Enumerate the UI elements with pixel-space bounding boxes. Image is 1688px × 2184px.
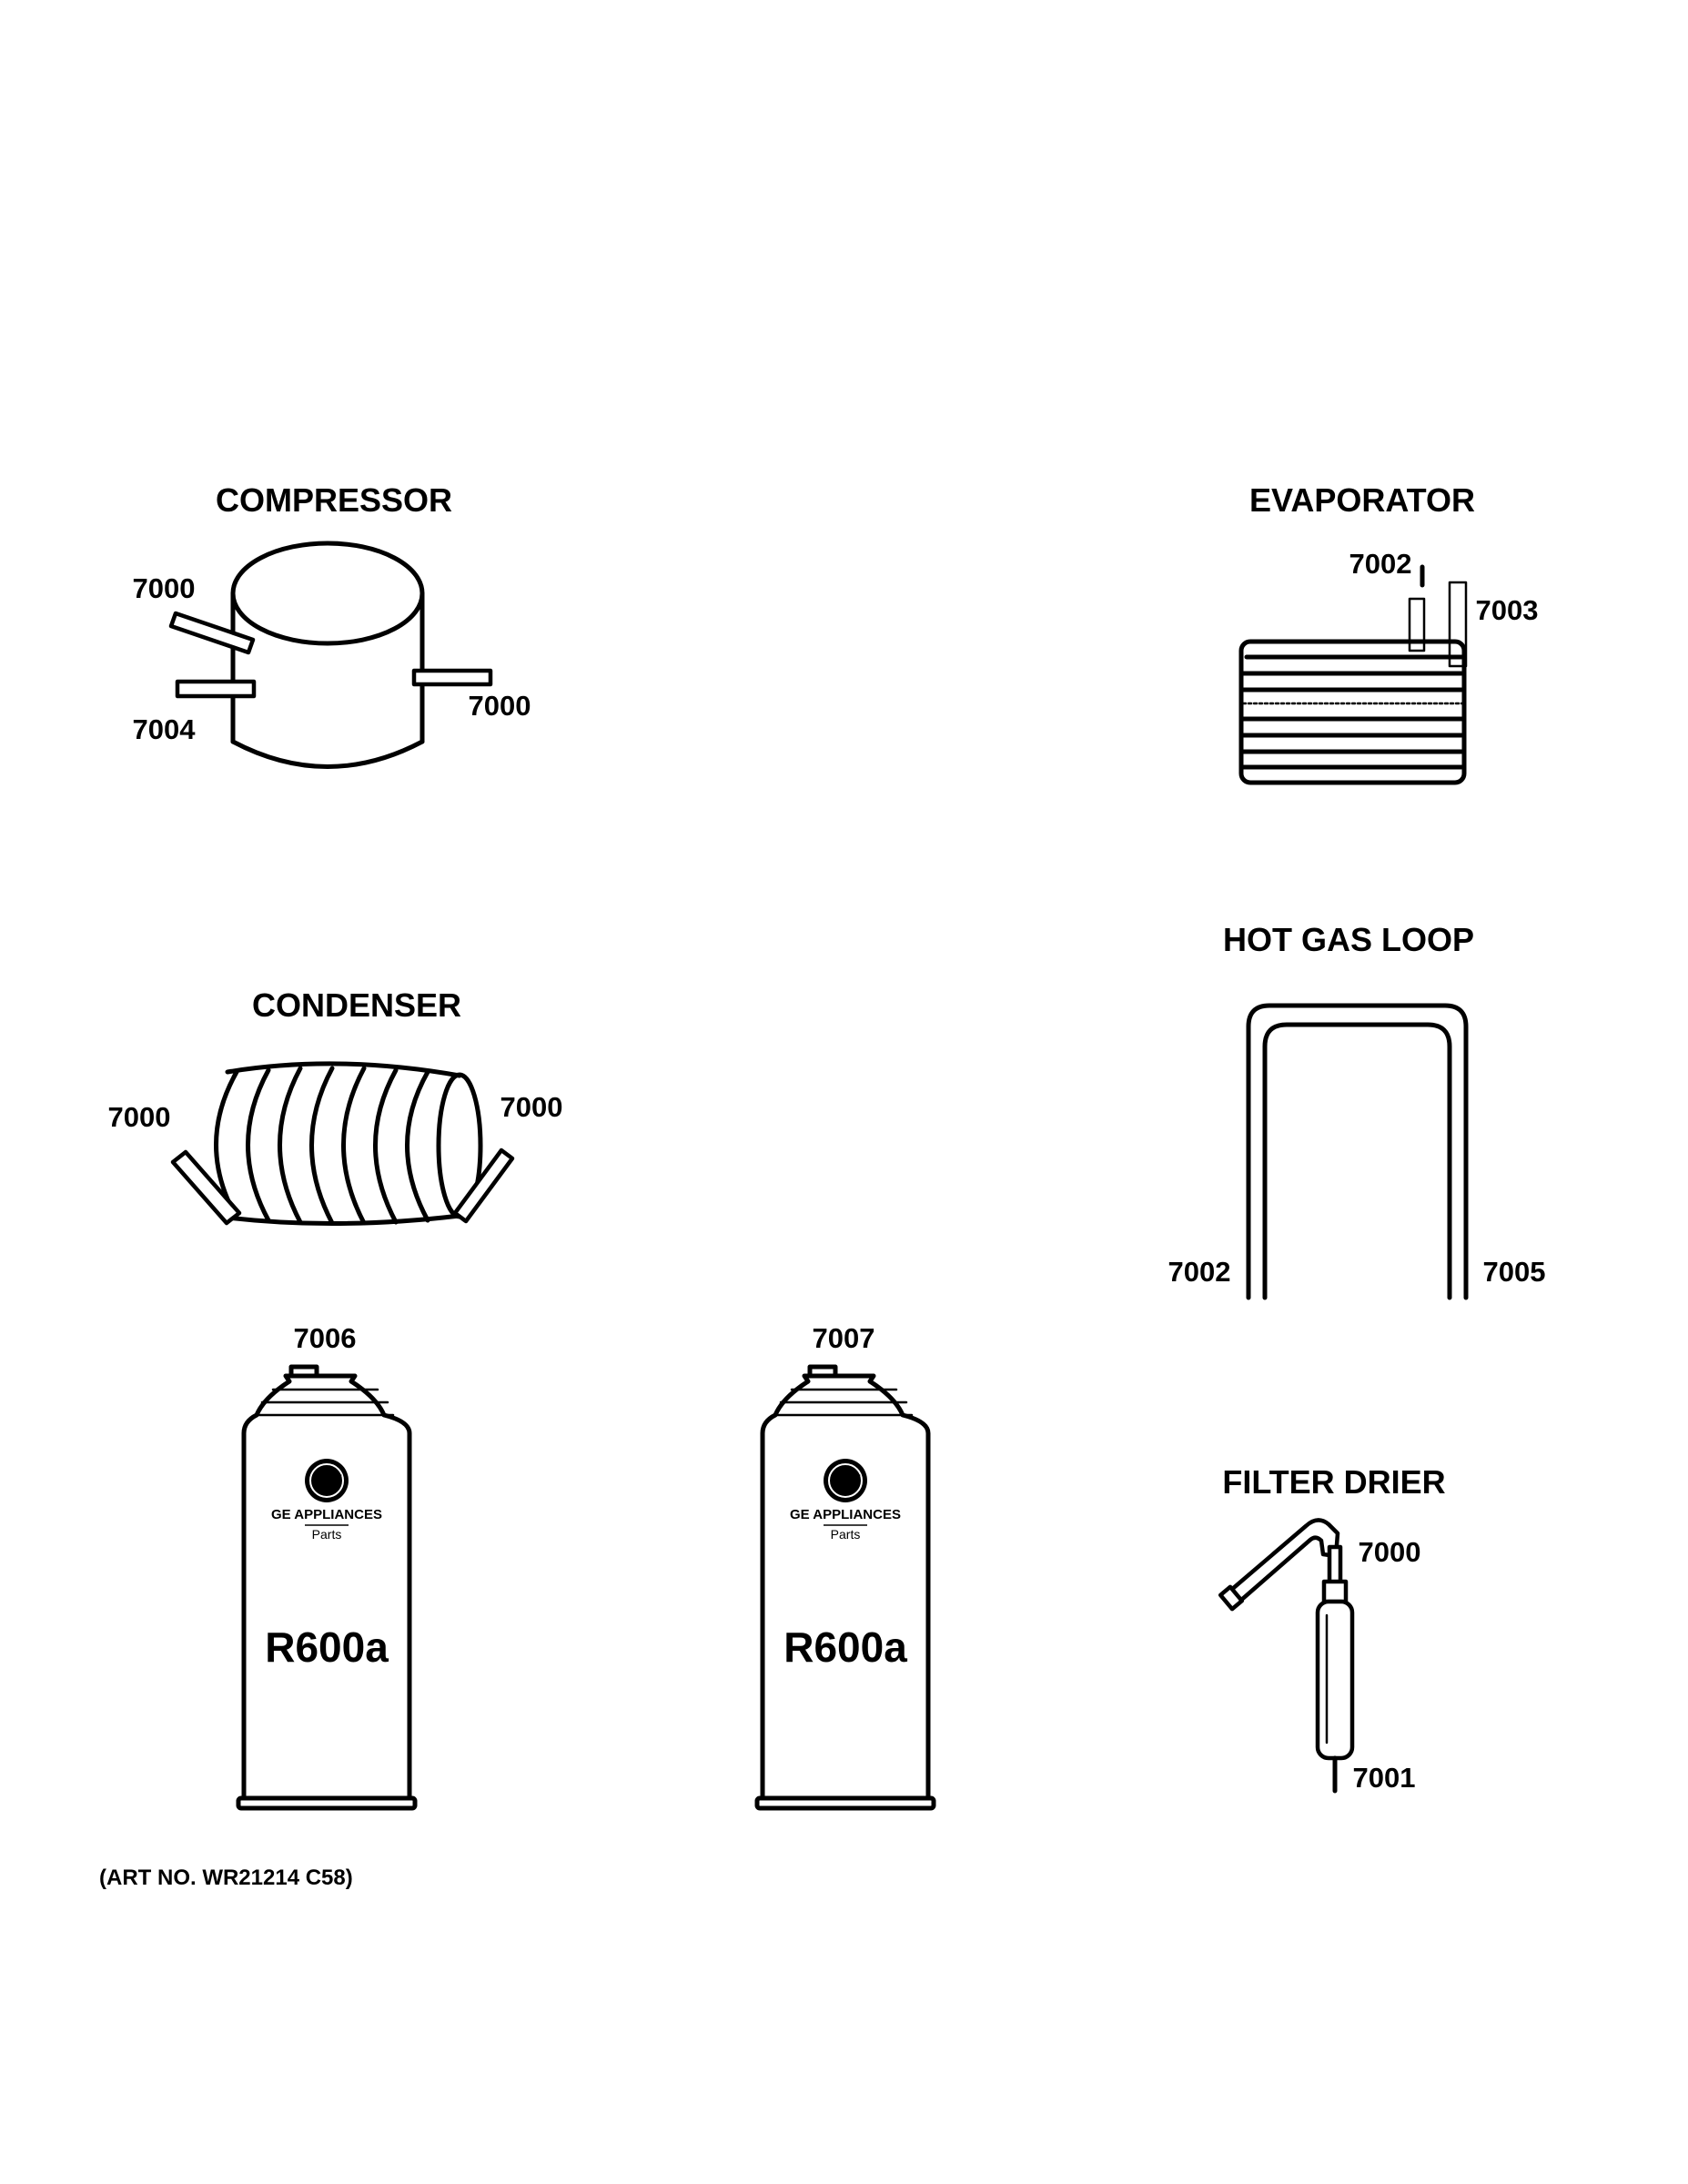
part-number[interactable]: 7007 [813,1322,875,1354]
filter-drier-drawing [1218,1518,1355,1794]
part-number[interactable]: 7001 [1353,1762,1416,1794]
compressor-title: COMPRESSOR [216,481,452,519]
part-number[interactable]: 7003 [1476,594,1539,626]
can-brand: GE APPLIANCES [271,1507,382,1522]
compressor-drawing [168,541,493,769]
ge-logo: GE [305,1459,349,1502]
evaporator-drawing [1238,564,1468,785]
art-number: (ART NO. WR21214 C58) [99,1866,353,1890]
condenser-group: CONDENSER 7000 7000 [108,986,563,1227]
part-number[interactable]: 7000 [133,572,196,604]
hot-gas-loop-title: HOT GAS LOOP [1223,921,1474,958]
part-number[interactable]: 7002 [1349,548,1412,580]
can-sub: Parts [831,1527,861,1542]
can-sub: Parts [312,1527,342,1542]
can-body [236,1364,418,1811]
part-number[interactable]: 7000 [1359,1536,1421,1568]
can-brand: GE APPLIANCES [790,1507,901,1522]
refrigerant-can-1: 7006 GE GE APPLIANCES Parts R600a [236,1322,418,1811]
part-number[interactable]: 7000 [469,690,531,722]
compressor-group: COMPRESSOR 7000 7004 7000 [133,481,531,769]
filter-drier-group: FILTER DRIER 7000 7001 [1218,1463,1446,1794]
can-product: R600a [783,1623,907,1671]
condenser-drawing [170,1061,515,1227]
part-number[interactable]: 7004 [133,713,197,745]
hot-gas-loop-group: HOT GAS LOOP 7002 7005 [1168,921,1546,1300]
filter-drier-title: FILTER DRIER [1222,1463,1445,1501]
ge-logo-text: GE [831,1471,861,1493]
can-body [754,1364,936,1811]
evaporator-group: EVAPORATOR 7002 7003 [1238,481,1539,785]
part-number[interactable]: 7005 [1483,1256,1546,1288]
part-number[interactable]: 7006 [294,1322,357,1354]
refrigerant-can-2: 7007 GE GE APPLIANCES Parts R600a [754,1322,936,1811]
condenser-title: CONDENSER [252,986,461,1024]
hot-gas-loop-drawing [1246,1003,1469,1300]
evaporator-title: EVAPORATOR [1249,481,1475,519]
can-product: R600a [265,1623,389,1671]
part-number[interactable]: 7000 [108,1101,171,1133]
ge-logo: GE [824,1459,867,1502]
part-number[interactable]: 7000 [500,1091,563,1123]
part-number[interactable]: 7002 [1168,1256,1231,1288]
ge-logo-text: GE [312,1471,342,1493]
